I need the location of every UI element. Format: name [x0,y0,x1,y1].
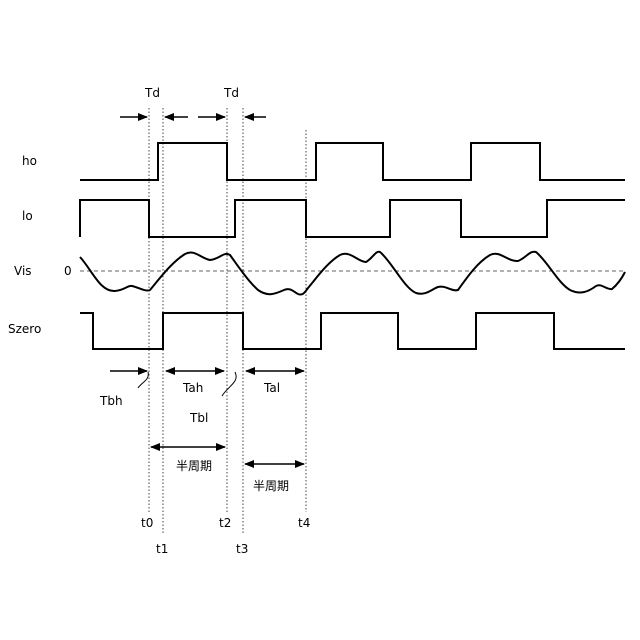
half-period-2-label: 半周期 [253,479,289,493]
td-right-label: Td [223,86,239,100]
tah-label: Tah [182,381,203,395]
ho-label: ho [22,154,37,168]
vis-waveform [80,252,625,295]
szero-label: Szero [8,322,41,336]
szero-waveform [80,313,625,349]
t0-label: t0 [141,516,153,530]
t1-label: t1 [156,542,168,556]
tbl-label: Tbl [189,411,208,425]
lo-waveform [80,200,625,237]
tbh-label: Tbh [99,394,123,408]
tbh-leader [138,372,148,388]
t2-label: t2 [219,516,231,530]
lo-label: lo [22,209,33,223]
vis-zero-label: 0 [64,264,72,278]
t4-label: t4 [298,516,310,530]
tal-label: Tal [263,381,280,395]
ho-waveform [80,143,625,180]
td-left-label: Td [144,86,160,100]
half-period-1-label: 半周期 [176,459,212,473]
tbl-leader [222,372,236,396]
vis-label: Vis [14,264,32,278]
t3-label: t3 [236,542,248,556]
